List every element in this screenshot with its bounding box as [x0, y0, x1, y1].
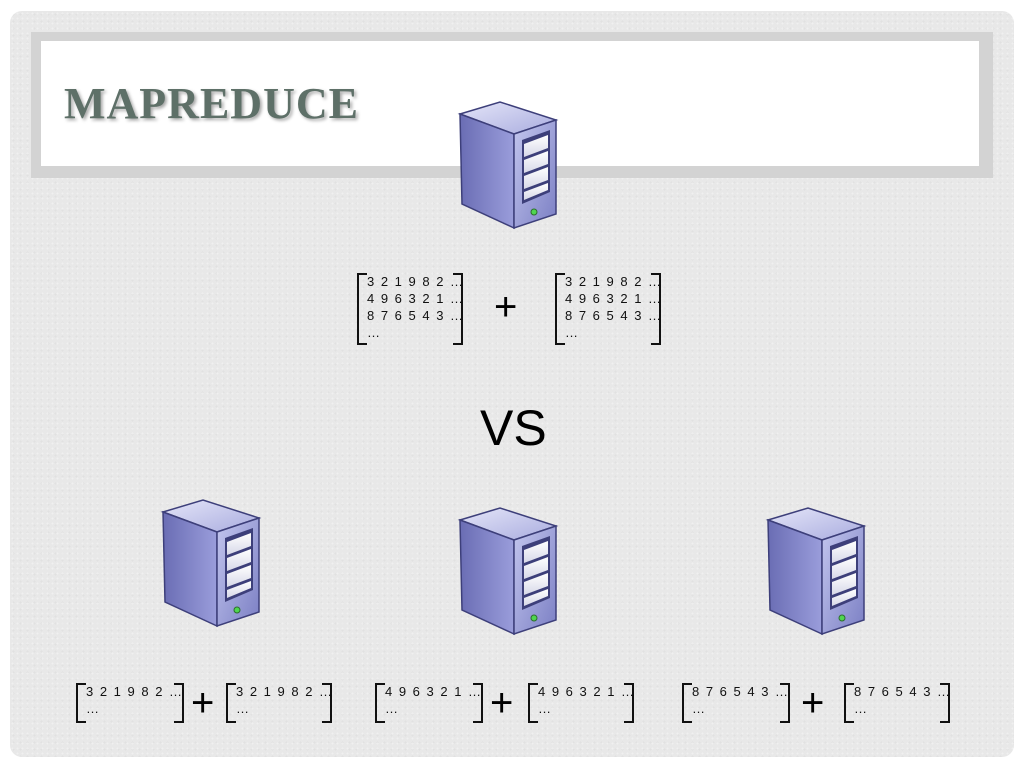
matrix-bracket-left: [375, 683, 385, 723]
plus-operator: +: [801, 681, 825, 725]
vs-label: VS: [480, 400, 547, 456]
matrix-row: 4 9 6 3 2 1 …: [385, 684, 483, 699]
server-icon: [459, 507, 557, 635]
matrix-row: 3 2 1 9 8 2 …: [86, 684, 184, 699]
matrix-row: 4 9 6 3 2 1 …: [538, 684, 636, 699]
matrix-row: 3 2 1 9 8 2 …: [236, 684, 334, 699]
matrix-row: …: [538, 701, 553, 716]
matrix-row: …: [565, 325, 580, 340]
matrix-bracket-left: [528, 683, 538, 723]
single-matrix-b: 3 2 1 9 8 2 … 4 9 6 3 2 1 … 8 7 6 5 4 3 …: [555, 273, 663, 345]
distributed-2-matrix-b: 4 9 6 3 2 1 … …: [528, 683, 636, 723]
single-matrix-a: 3 2 1 9 8 2 … 4 9 6 3 2 1 … 8 7 6 5 4 3 …: [357, 273, 465, 345]
distributed-1-matrix-a: 3 2 1 9 8 2 … …: [76, 683, 184, 723]
matrix-bracket-right: [624, 683, 634, 723]
matrix-row: …: [692, 701, 707, 716]
matrix-row: …: [854, 701, 869, 716]
matrix-bracket-left: [555, 273, 565, 345]
matrix-row: …: [385, 701, 400, 716]
matrix-row: 4 9 6 3 2 1 …: [565, 291, 663, 306]
matrix-row: …: [367, 325, 382, 340]
plus-operator: +: [191, 681, 215, 725]
matrix-row: 3 2 1 9 8 2 …: [565, 274, 663, 289]
matrix-row: 8 7 6 5 4 3 …: [565, 308, 663, 323]
server-icon: [767, 507, 865, 635]
matrix-bracket-left: [226, 683, 236, 723]
matrix-bracket-right: [473, 683, 483, 723]
matrix-bracket-right: [453, 273, 463, 345]
matrix-bracket-right: [174, 683, 184, 723]
distributed-1-matrix-b: 3 2 1 9 8 2 … …: [226, 683, 334, 723]
matrix-bracket-left: [844, 683, 854, 723]
plus-operator: +: [490, 681, 514, 725]
matrix-bracket-right: [651, 273, 661, 345]
matrix-bracket-right: [322, 683, 332, 723]
matrix-bracket-left: [76, 683, 86, 723]
matrix-row: …: [86, 701, 101, 716]
plus-operator: +: [494, 285, 518, 329]
distributed-2-matrix-a: 4 9 6 3 2 1 … …: [375, 683, 483, 723]
matrix-row: 8 7 6 5 4 3 …: [854, 684, 952, 699]
server-icon: [162, 499, 260, 627]
matrix-row: 8 7 6 5 4 3 …: [367, 308, 465, 323]
matrix-bracket-left: [682, 683, 692, 723]
matrix-bracket-left: [357, 273, 367, 345]
server-icon: [459, 101, 557, 229]
matrix-row: …: [236, 701, 251, 716]
slide-title: MAPREDUCE: [64, 79, 359, 128]
matrix-row: 8 7 6 5 4 3 …: [692, 684, 790, 699]
matrix-bracket-right: [940, 683, 950, 723]
matrix-row: 4 9 6 3 2 1 …: [367, 291, 465, 306]
distributed-3-matrix-b: 8 7 6 5 4 3 … …: [844, 683, 952, 723]
matrix-row: 3 2 1 9 8 2 …: [367, 274, 465, 289]
distributed-3-matrix-a: 8 7 6 5 4 3 … …: [682, 683, 790, 723]
matrix-bracket-right: [780, 683, 790, 723]
